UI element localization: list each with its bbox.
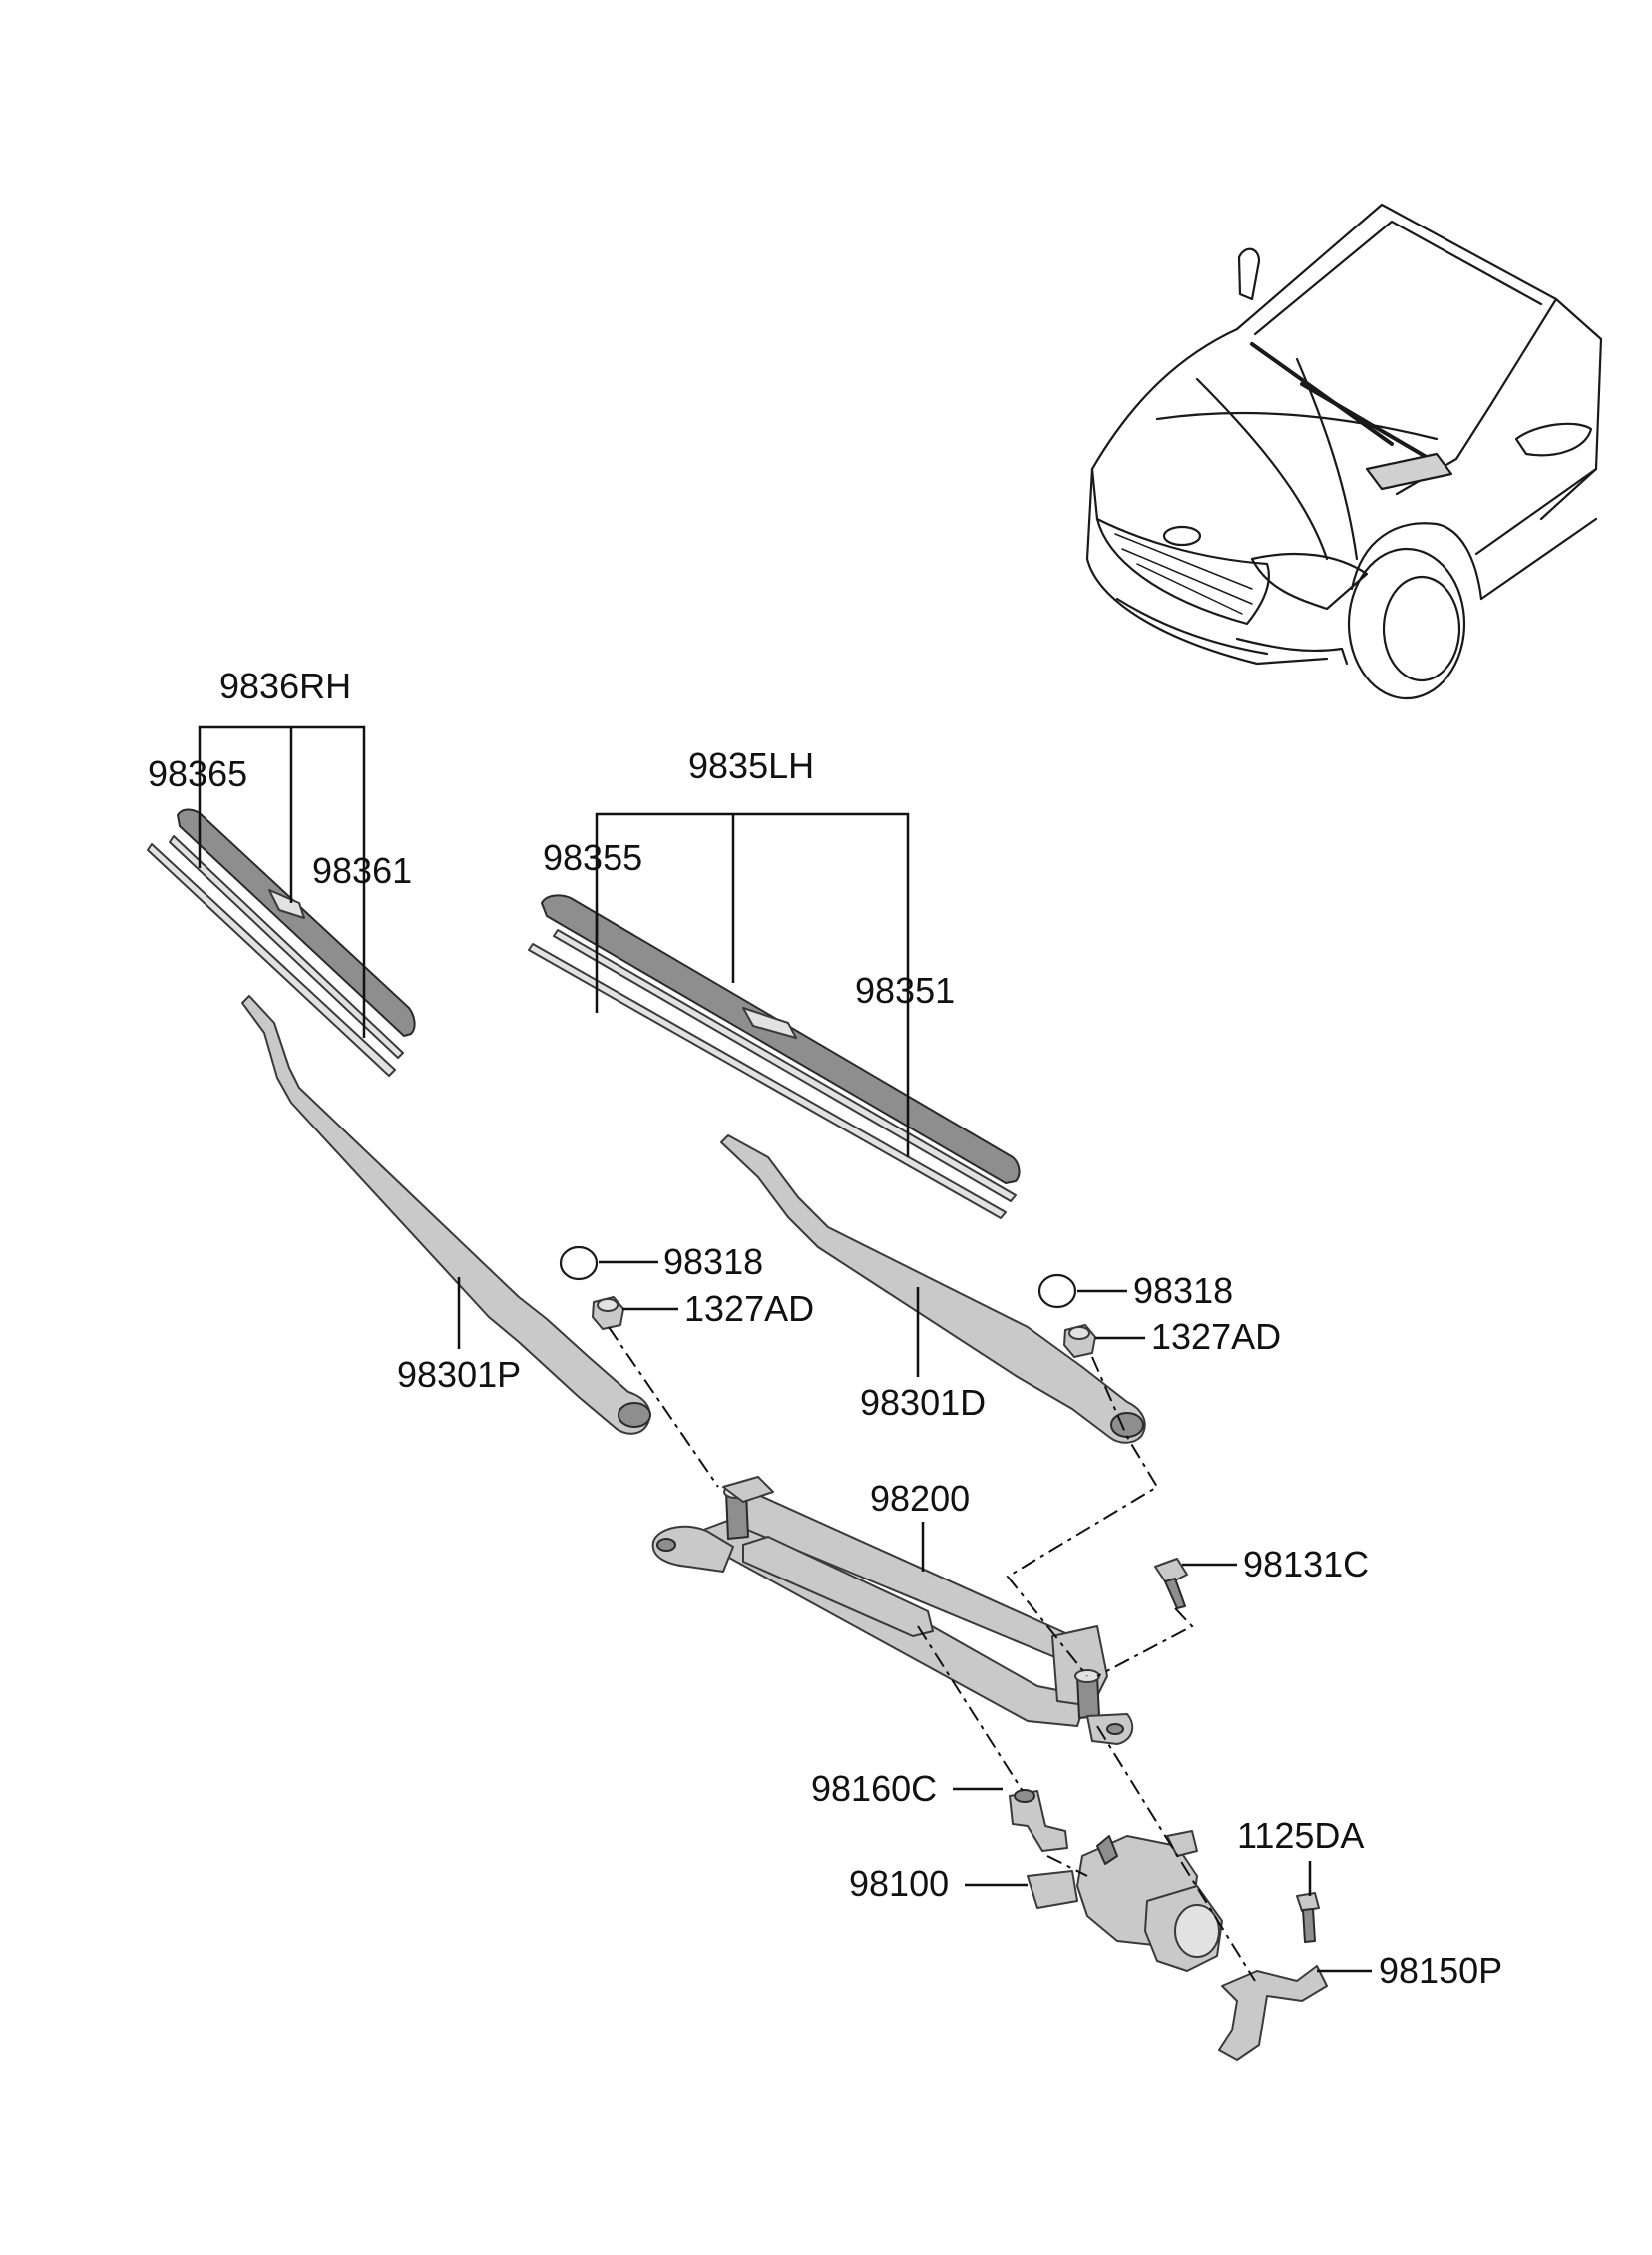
- rh-wiper-blade: [177, 808, 416, 1037]
- assembly-dash-lines: [608, 1326, 1256, 1982]
- label-support-bracket: 98150P: [1379, 1950, 1502, 1991]
- label-bracket-bolt: 1125DA: [1237, 1815, 1364, 1856]
- linkage-bolt: [1154, 1558, 1188, 1609]
- lh-wiper-refill: [528, 929, 1017, 1219]
- label-motor: 98100: [849, 1863, 949, 1904]
- motor-mounting-bracket: [1009, 1789, 1068, 1852]
- label-motor-bracket: 98160C: [811, 1768, 937, 1809]
- label-lh-refill: 98355: [543, 837, 642, 878]
- label-lh-assembly: 9835LH: [688, 745, 814, 786]
- vehicle-illustration: [1085, 203, 1603, 700]
- label-rh-blade: 98361: [312, 850, 412, 891]
- rh-pivot-cap: [559, 1245, 599, 1281]
- lh-pivot-nut: [1063, 1324, 1096, 1358]
- lh-wiper-blade: [541, 894, 1021, 1184]
- label-nut-lh: 1327AD: [1151, 1316, 1281, 1357]
- rh-pivot-nut: [592, 1296, 624, 1330]
- label-lh-blade: 98351: [855, 970, 955, 1011]
- support-bracket: [1218, 1965, 1328, 2061]
- label-arm-lh: 98301D: [860, 1382, 986, 1423]
- wiper-linkage: [651, 1476, 1134, 1745]
- lh-wiper-arm: [720, 1134, 1146, 1444]
- lh-pivot-cap: [1037, 1273, 1077, 1309]
- wiper-motor: [1027, 1830, 1223, 1972]
- label-nut-rh: 1327AD: [684, 1288, 814, 1329]
- label-arm-rh: 98301P: [397, 1354, 521, 1395]
- label-rh-assembly: 9836RH: [219, 666, 351, 706]
- rh-wiper-refill: [147, 835, 404, 1077]
- label-cap-rh: 98318: [663, 1241, 763, 1282]
- label-linkage-bolt: 98131C: [1243, 1544, 1369, 1584]
- bracket-bolt: [1296, 1892, 1320, 1943]
- rh-wiper-arm: [241, 995, 651, 1435]
- label-cap-lh: 98318: [1133, 1270, 1233, 1311]
- leader-lines: [198, 725, 1372, 1973]
- label-linkage: 98200: [870, 1478, 970, 1519]
- label-rh-refill: 98365: [148, 753, 247, 794]
